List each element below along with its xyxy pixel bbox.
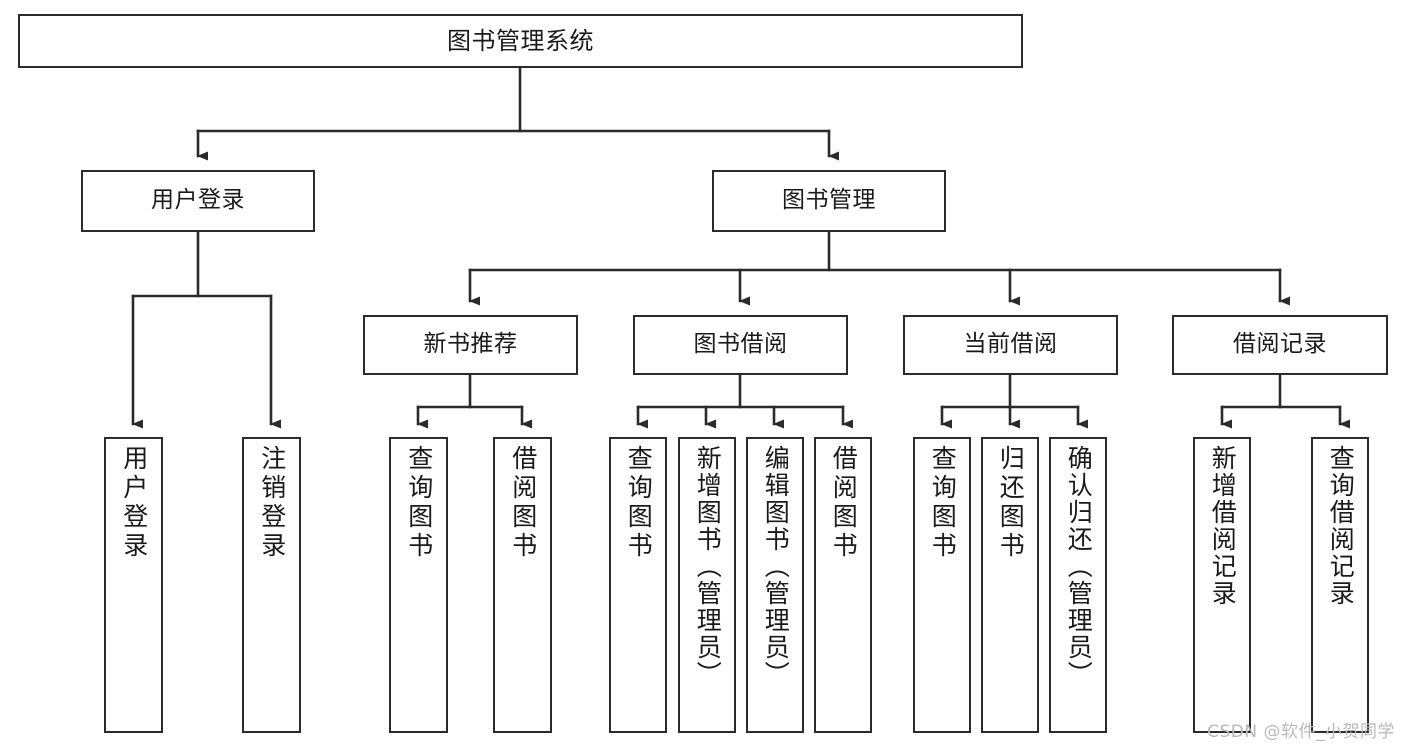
node-label: 用户登录: [119, 445, 149, 561]
node-label: 归还图书: [996, 445, 1026, 561]
node-current-borrow[interactable]: 当前借阅: [903, 315, 1118, 375]
leaf-query-book-bb[interactable]: 查询图书: [609, 437, 667, 733]
node-label: 图书管理系统: [447, 26, 594, 55]
node-label: 图书管理: [782, 187, 876, 214]
node-borrow-record[interactable]: 借阅记录: [1172, 315, 1388, 375]
node-root-system[interactable]: 图书管理系统: [18, 14, 1023, 68]
node-label: 新书推荐: [423, 331, 518, 358]
node-label: 确认归还（管理员）: [1064, 445, 1094, 688]
node-label: 图书借阅: [693, 331, 788, 358]
leaf-query-book-cb[interactable]: 查询图书: [913, 437, 971, 733]
leaf-edit-book-admin[interactable]: 编辑图书（管理员）: [746, 437, 804, 733]
node-label: 编辑图书（管理员）: [761, 445, 791, 688]
csdn-watermark: CSDN @软件_小贺同学: [1207, 722, 1395, 742]
node-new-book-recommendation[interactable]: 新书推荐: [363, 315, 578, 375]
leaf-return-book[interactable]: 归还图书: [981, 437, 1039, 733]
leaf-user-login[interactable]: 用户登录: [104, 437, 163, 733]
node-book-management[interactable]: 图书管理: [712, 170, 946, 232]
node-label: 查询图书: [624, 445, 654, 561]
node-label: 新增图书（管理员）: [693, 445, 723, 688]
leaf-borrow-book-nbr[interactable]: 借阅图书: [493, 437, 552, 733]
leaf-query-borrow-record[interactable]: 查询借阅记录: [1311, 437, 1369, 733]
node-user-login[interactable]: 用户登录: [81, 170, 315, 232]
node-label: 注销登录: [257, 445, 287, 561]
node-label: 借阅图书: [508, 445, 538, 561]
leaf-query-book-nbr[interactable]: 查询图书: [389, 437, 448, 733]
node-label: 查询图书: [404, 445, 434, 561]
node-label: 新增借阅记录: [1208, 445, 1238, 607]
node-label: 借阅图书: [829, 445, 859, 561]
node-label: 借阅记录: [1233, 331, 1327, 358]
node-label: 查询借阅记录: [1326, 445, 1356, 607]
leaf-borrow-book-bb[interactable]: 借阅图书: [814, 437, 872, 733]
leaf-add-book-admin[interactable]: 新增图书（管理员）: [678, 437, 736, 733]
node-label: 查询图书: [928, 445, 958, 561]
node-book-borrow[interactable]: 图书借阅: [633, 315, 848, 375]
node-label: 用户登录: [151, 187, 245, 214]
leaf-add-borrow-record[interactable]: 新增借阅记录: [1193, 437, 1251, 733]
leaf-logout[interactable]: 注销登录: [242, 437, 301, 733]
node-label: 当前借阅: [963, 331, 1058, 358]
leaf-confirm-return-admin[interactable]: 确认归还（管理员）: [1049, 437, 1107, 733]
